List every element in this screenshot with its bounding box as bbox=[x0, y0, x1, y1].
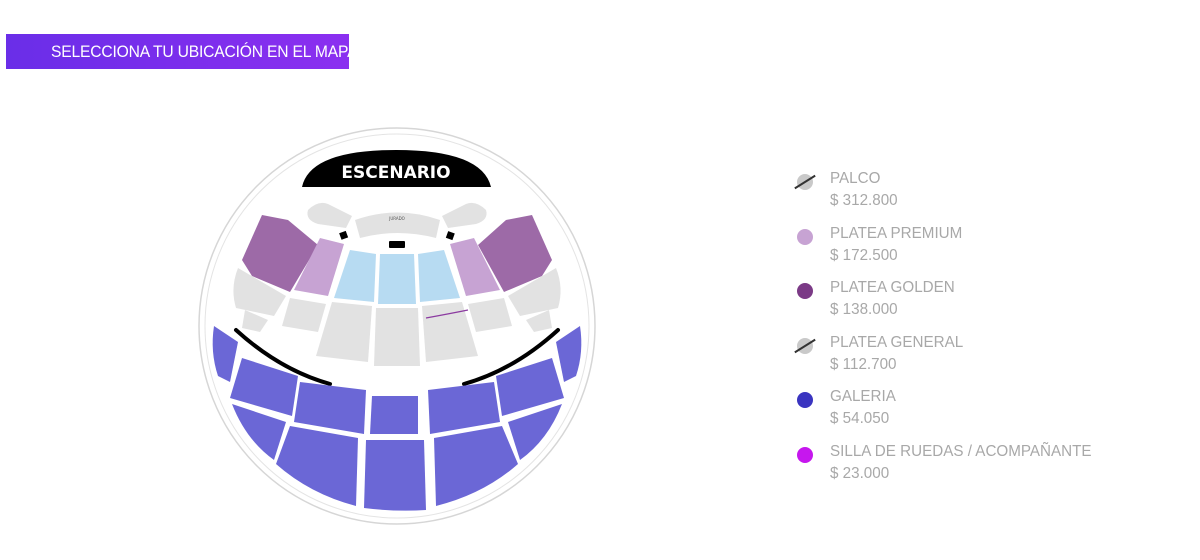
wheelchair-row[interactable] bbox=[425, 309, 469, 319]
control-booth bbox=[389, 241, 405, 248]
jury-section bbox=[355, 212, 440, 238]
legend-price: $ 172.500 bbox=[830, 246, 898, 264]
section-galeria-right-bottom[interactable] bbox=[434, 426, 518, 506]
legend-price: $ 138.000 bbox=[830, 301, 898, 319]
section-galeria-left-bottom[interactable] bbox=[276, 426, 358, 506]
legend-price: $ 54.050 bbox=[830, 410, 890, 428]
section-galeria-left-upper[interactable] bbox=[230, 358, 298, 416]
legend-name: PLATEA PREMIUM bbox=[830, 224, 963, 242]
price-legend: PALCO $ 312.800 PLATEA PREMIUM $ 172.500… bbox=[794, 168, 1174, 496]
sold-out-icon bbox=[797, 174, 813, 190]
camera-right bbox=[445, 231, 455, 241]
stage bbox=[302, 150, 491, 187]
section-right-lower-1 bbox=[508, 268, 561, 316]
legend-name: PLATEA GOLDEN bbox=[830, 279, 955, 297]
legend-item-platea-general[interactable]: PLATEA GENERAL $ 112.700 bbox=[794, 332, 1174, 387]
section-general-right[interactable] bbox=[418, 250, 460, 302]
rail-right bbox=[462, 328, 560, 386]
section-general-left[interactable] bbox=[334, 250, 376, 302]
section-galeria-right-upper[interactable] bbox=[496, 358, 564, 416]
section-left-mid bbox=[282, 298, 326, 332]
legend-name: GALERIA bbox=[830, 388, 896, 406]
section-palco-right[interactable] bbox=[478, 215, 552, 292]
legend-price: $ 112.700 bbox=[830, 355, 897, 373]
section-general-center-back bbox=[374, 308, 420, 366]
section-premium-left[interactable] bbox=[294, 238, 344, 296]
section-right-mid bbox=[468, 298, 512, 332]
section-galeria-right-lower[interactable] bbox=[508, 404, 562, 460]
sold-out-icon bbox=[797, 337, 813, 354]
section-galeria-center-bottom[interactable] bbox=[364, 440, 426, 511]
legend-item-platea-golden[interactable]: PLATEA GOLDEN $ 138.000 bbox=[794, 277, 1174, 332]
rail-left bbox=[234, 328, 332, 386]
section-galeria-right-center[interactable] bbox=[428, 382, 500, 434]
section-palco-left[interactable] bbox=[242, 215, 318, 292]
section-general-right-back bbox=[422, 302, 478, 362]
dot-icon bbox=[797, 392, 813, 409]
jury-label: JURADO bbox=[388, 216, 405, 221]
dot-icon bbox=[797, 228, 813, 245]
camera-left bbox=[339, 230, 349, 240]
section-left-lower-1 bbox=[233, 268, 286, 316]
legend-name: PLATEA GENERAL bbox=[830, 333, 964, 351]
banner-title: SELECCIONA TU UBICACIÓN EN EL MAPA bbox=[51, 41, 358, 61]
stage-label: ESCENARIO bbox=[341, 163, 450, 183]
legend-item-palco[interactable]: PALCO $ 312.800 bbox=[794, 168, 1174, 223]
legend-name: SILLA DE RUEDAS / ACOMPAÑANTE bbox=[830, 442, 1092, 460]
dot-icon bbox=[797, 283, 813, 300]
select-location-banner: SELECCIONA TU UBICACIÓN EN EL MAPA bbox=[6, 34, 358, 69]
legend-price: $ 312.800 bbox=[830, 192, 898, 209]
box-left-top bbox=[307, 202, 352, 228]
legend-item-galeria[interactable]: GALERIA $ 54.050 bbox=[794, 386, 1174, 441]
legend-name: PALCO bbox=[830, 170, 881, 187]
section-general-left-back bbox=[316, 302, 372, 362]
section-galeria-right-edge[interactable] bbox=[556, 326, 582, 382]
section-left-lower-2 bbox=[242, 310, 268, 332]
section-premium-right[interactable] bbox=[450, 238, 500, 296]
dot-icon bbox=[797, 446, 813, 463]
section-general-center[interactable] bbox=[378, 254, 416, 304]
legend-price: $ 23.000 bbox=[830, 464, 890, 482]
box-right-top bbox=[442, 202, 487, 228]
section-galeria-left-center[interactable] bbox=[294, 382, 366, 434]
legend-item-platea-premium[interactable]: PLATEA PREMIUM $ 172.500 bbox=[794, 223, 1174, 278]
section-galeria-center-upper[interactable] bbox=[370, 396, 418, 434]
venue-seat-map: ESCENARIO JURADO bbox=[198, 127, 596, 525]
section-galeria-left-lower[interactable] bbox=[232, 404, 286, 460]
legend-item-wheelchair[interactable]: SILLA DE RUEDAS / ACOMPAÑANTE $ 23.000 bbox=[794, 441, 1174, 496]
section-right-lower-2 bbox=[526, 310, 552, 332]
venue-inner-ring bbox=[204, 133, 590, 519]
section-galeria-left-edge[interactable] bbox=[212, 326, 238, 382]
